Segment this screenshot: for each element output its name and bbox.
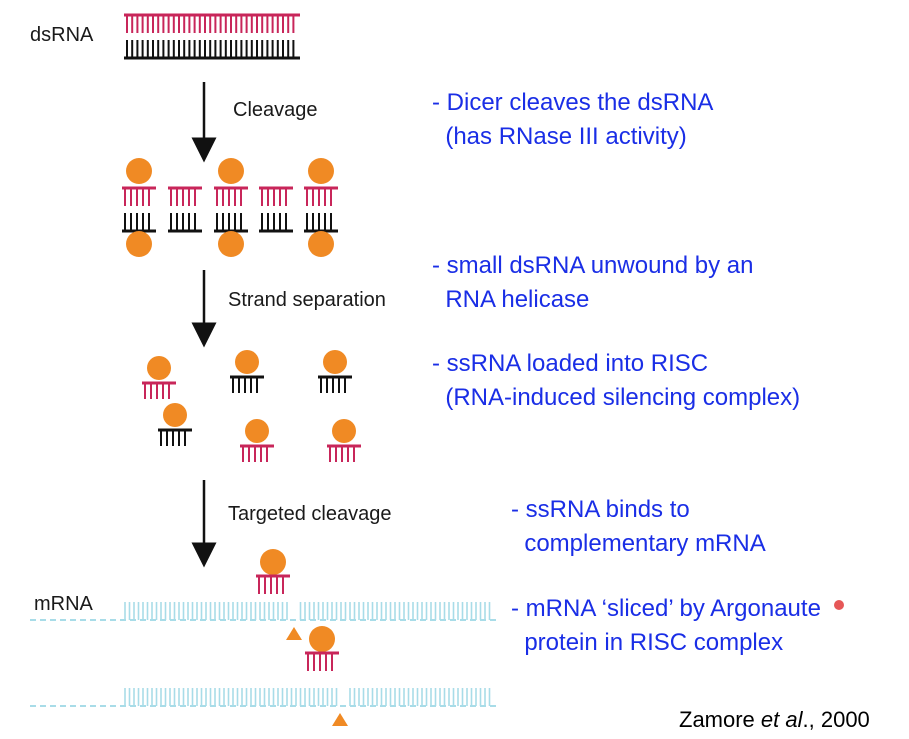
mrna-targeting [30, 549, 500, 726]
step-targeted-cleavage: Targeted cleavage [228, 503, 392, 525]
risc-protein-icon [245, 419, 269, 443]
dsrna-duplex [124, 13, 300, 60]
cleavage-site-icon [286, 627, 302, 640]
risc-strand [142, 356, 176, 399]
dicer-protein-icon [308, 158, 334, 184]
mrna-label: mRNA [34, 593, 93, 615]
sirna-duplex [304, 158, 338, 257]
cleavage-site-icon [332, 713, 348, 726]
mrna-strand [30, 602, 500, 621]
risc-bound-strand [305, 626, 339, 671]
step-strand-separation: Strand separation [228, 289, 386, 311]
risc-strand [327, 419, 361, 462]
argonaute-protein-icon [260, 549, 286, 575]
note-sliced: - mRNA ‘sliced’ by Argonaute protein in … [511, 595, 821, 656]
highlight-dot [834, 600, 844, 610]
step-cleavage: Cleavage [233, 99, 318, 121]
sirna-duplex [168, 186, 202, 233]
risc-strand [230, 350, 264, 393]
risc-strand [158, 403, 192, 446]
risc-loaded-strands [142, 350, 361, 462]
note-risc: - ssRNA loaded into RISC (RNA-induced si… [432, 350, 801, 411]
dicer-protein-icon [218, 231, 244, 257]
note-dicer: - Dicer cleaves the dsRNA (has RNase III… [432, 89, 714, 150]
sirna-duplex [122, 158, 156, 257]
risc-bound-strand [256, 549, 290, 594]
dicer-protein-icon [126, 231, 152, 257]
risc-protein-icon [163, 403, 187, 427]
risc-protein-icon [147, 356, 171, 380]
argonaute-protein-icon [309, 626, 335, 652]
citation: Zamore et al., 2000 [679, 707, 870, 732]
mrna-strand [30, 688, 500, 707]
dicer-protein-icon [218, 158, 244, 184]
sirna-duplex [214, 158, 248, 257]
dsrna-label: dsRNA [30, 24, 94, 46]
dicer-protein-icon [308, 231, 334, 257]
risc-strand [240, 419, 274, 462]
risc-protein-icon [332, 419, 356, 443]
sirna-duplex [259, 186, 293, 233]
risc-protein-icon [323, 350, 347, 374]
risc-protein-icon [235, 350, 259, 374]
note-helicase: - small dsRNA unwound by an RNA helicase [432, 252, 754, 313]
risc-strand [318, 350, 352, 393]
dicer-protein-icon [126, 158, 152, 184]
sirna-duplexes [122, 158, 338, 257]
note-binds-mrna: - ssRNA binds to complementary mRNA [511, 496, 766, 557]
